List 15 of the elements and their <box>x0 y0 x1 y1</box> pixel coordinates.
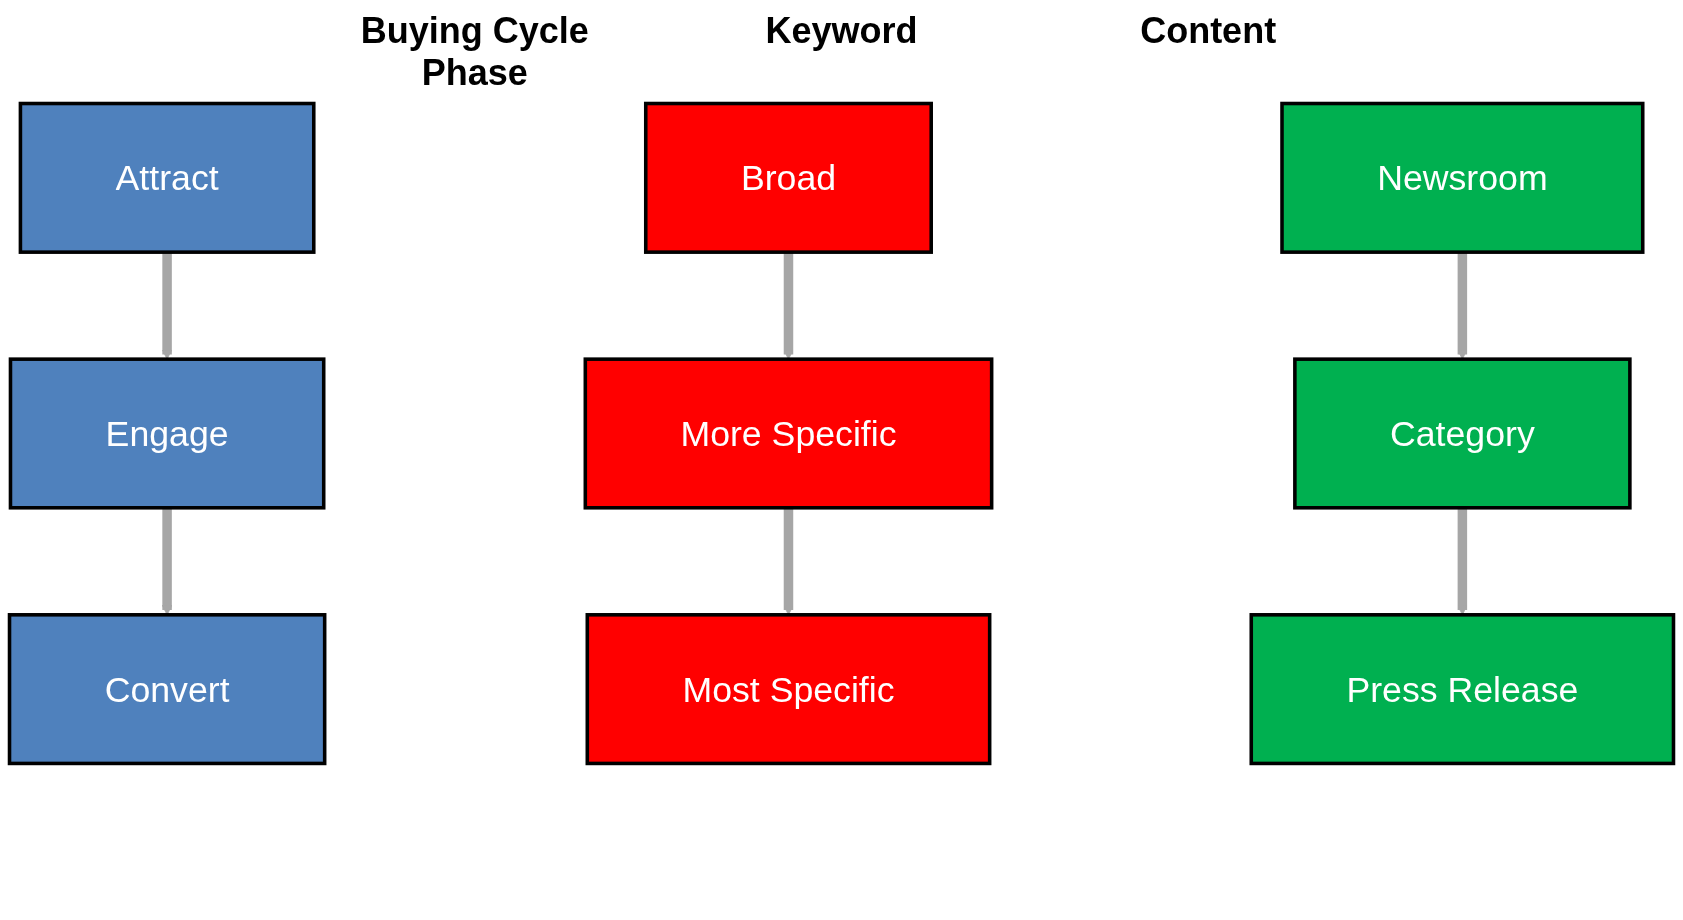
arrow <box>1457 252 1468 360</box>
column-heading: Buying Cycle Phase <box>359 10 590 94</box>
column-heading: Keyword <box>764 10 919 53</box>
node-box: Attract <box>18 101 316 254</box>
column-heading: Content <box>1139 10 1278 53</box>
node-box: Newsroom <box>1280 101 1645 254</box>
arrow <box>783 252 794 360</box>
node-box: Category <box>1293 357 1632 510</box>
node-box: Convert <box>7 613 327 766</box>
node-box: Most Specific <box>585 613 992 766</box>
node-box: Broad <box>643 101 933 254</box>
node-box: Press Release <box>1249 613 1676 766</box>
node-box: Engage <box>8 357 326 510</box>
arrow <box>161 252 173 360</box>
node-box: More Specific <box>583 357 994 510</box>
